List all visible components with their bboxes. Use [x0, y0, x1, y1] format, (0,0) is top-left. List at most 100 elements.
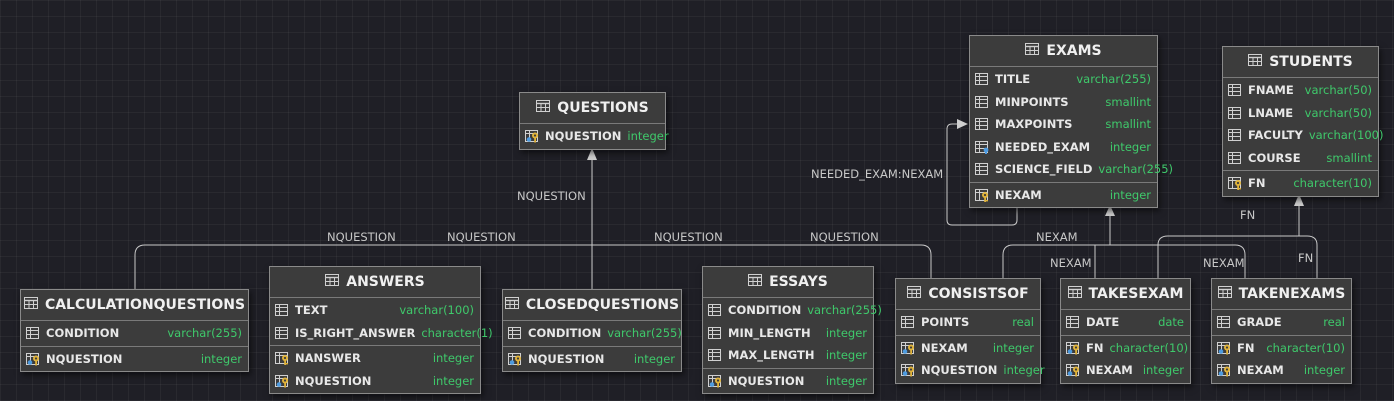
column-type: integer	[992, 340, 1034, 355]
column-icon	[901, 315, 916, 329]
column-row[interactable]: DATE date	[1061, 311, 1190, 334]
primary-key-icon	[275, 351, 290, 366]
column-type: varchar(50)	[1304, 105, 1372, 120]
entity-header[interactable]: CONSISTSOF	[896, 279, 1040, 310]
column-type: character(10)	[1109, 340, 1189, 355]
column-type: integer	[633, 351, 675, 366]
column-name: NQUESTION	[46, 351, 123, 366]
column-name: TITLE	[995, 72, 1031, 87]
column-type: smallint	[1105, 117, 1151, 132]
column-name: NQUESTION	[728, 373, 805, 388]
entity-name: EXAMS	[1046, 43, 1102, 59]
entity-header[interactable]: ESSAYS	[703, 267, 873, 298]
column-name: MIN_LENGTH	[728, 325, 811, 340]
entity-header[interactable]: TAKESEXAM	[1061, 279, 1190, 310]
entity-header[interactable]: STUDENTS	[1223, 47, 1378, 78]
entity-header[interactable]: ANSWERS	[270, 267, 480, 298]
entity-name: ANSWERS	[346, 274, 425, 290]
column-icon	[1228, 83, 1243, 97]
entity-header[interactable]: QUESTIONS	[520, 93, 665, 124]
column-row[interactable]: MIN_LENGTH integer	[703, 322, 873, 345]
entity-header[interactable]: CLOSEDQUESTIONS	[503, 290, 681, 321]
column-type: date	[1158, 315, 1184, 330]
column-row[interactable]: FN character(10)	[1061, 337, 1190, 360]
column-type: integer	[825, 325, 867, 340]
consistsof-to-exams-line	[1002, 244, 1110, 279]
column-type: character(10)	[1266, 340, 1345, 355]
rel-label-takesexam-to-exams: NEXAM	[1050, 256, 1092, 270]
column-type: real	[1323, 315, 1345, 330]
entity-name: CLOSEDQUESTIONS	[525, 297, 680, 313]
entity-header[interactable]: TAKENEXAMS	[1212, 279, 1351, 310]
column-name: DATE	[1086, 315, 1120, 330]
column-type: varchar(255)	[807, 303, 882, 318]
column-name: COURSE	[1248, 150, 1301, 165]
entity-name: QUESTIONS	[557, 100, 649, 116]
rel-label-answers-to-questions: NQUESTION	[447, 230, 516, 244]
column-name: FNAME	[1248, 83, 1294, 98]
entity-header[interactable]: CALCULATIONQUESTIONS	[21, 290, 248, 321]
primary-foreign-key-icon	[901, 363, 916, 377]
primary-key-icon	[1228, 176, 1243, 191]
takenexams-to-exams-line	[1110, 244, 1246, 279]
column-type: integer	[432, 351, 474, 366]
column-name: CONDITION	[528, 326, 602, 341]
column-icon	[1228, 128, 1243, 142]
entity-header[interactable]: EXAMS	[970, 36, 1157, 67]
entity-name: ESSAYS	[769, 274, 828, 290]
column-name: FN	[1086, 340, 1104, 355]
rel-label-calc-to-questions: NQUESTION	[327, 230, 396, 244]
column-icon	[1217, 315, 1232, 329]
takenexams-to-students-line	[1298, 230, 1318, 279]
takesexam-to-students-line	[1157, 235, 1299, 279]
entity-name: CALCULATIONQUESTIONS	[44, 297, 246, 313]
column-icon	[975, 95, 990, 109]
table-icon	[1025, 43, 1040, 59]
primary-foreign-key-icon	[508, 352, 523, 366]
